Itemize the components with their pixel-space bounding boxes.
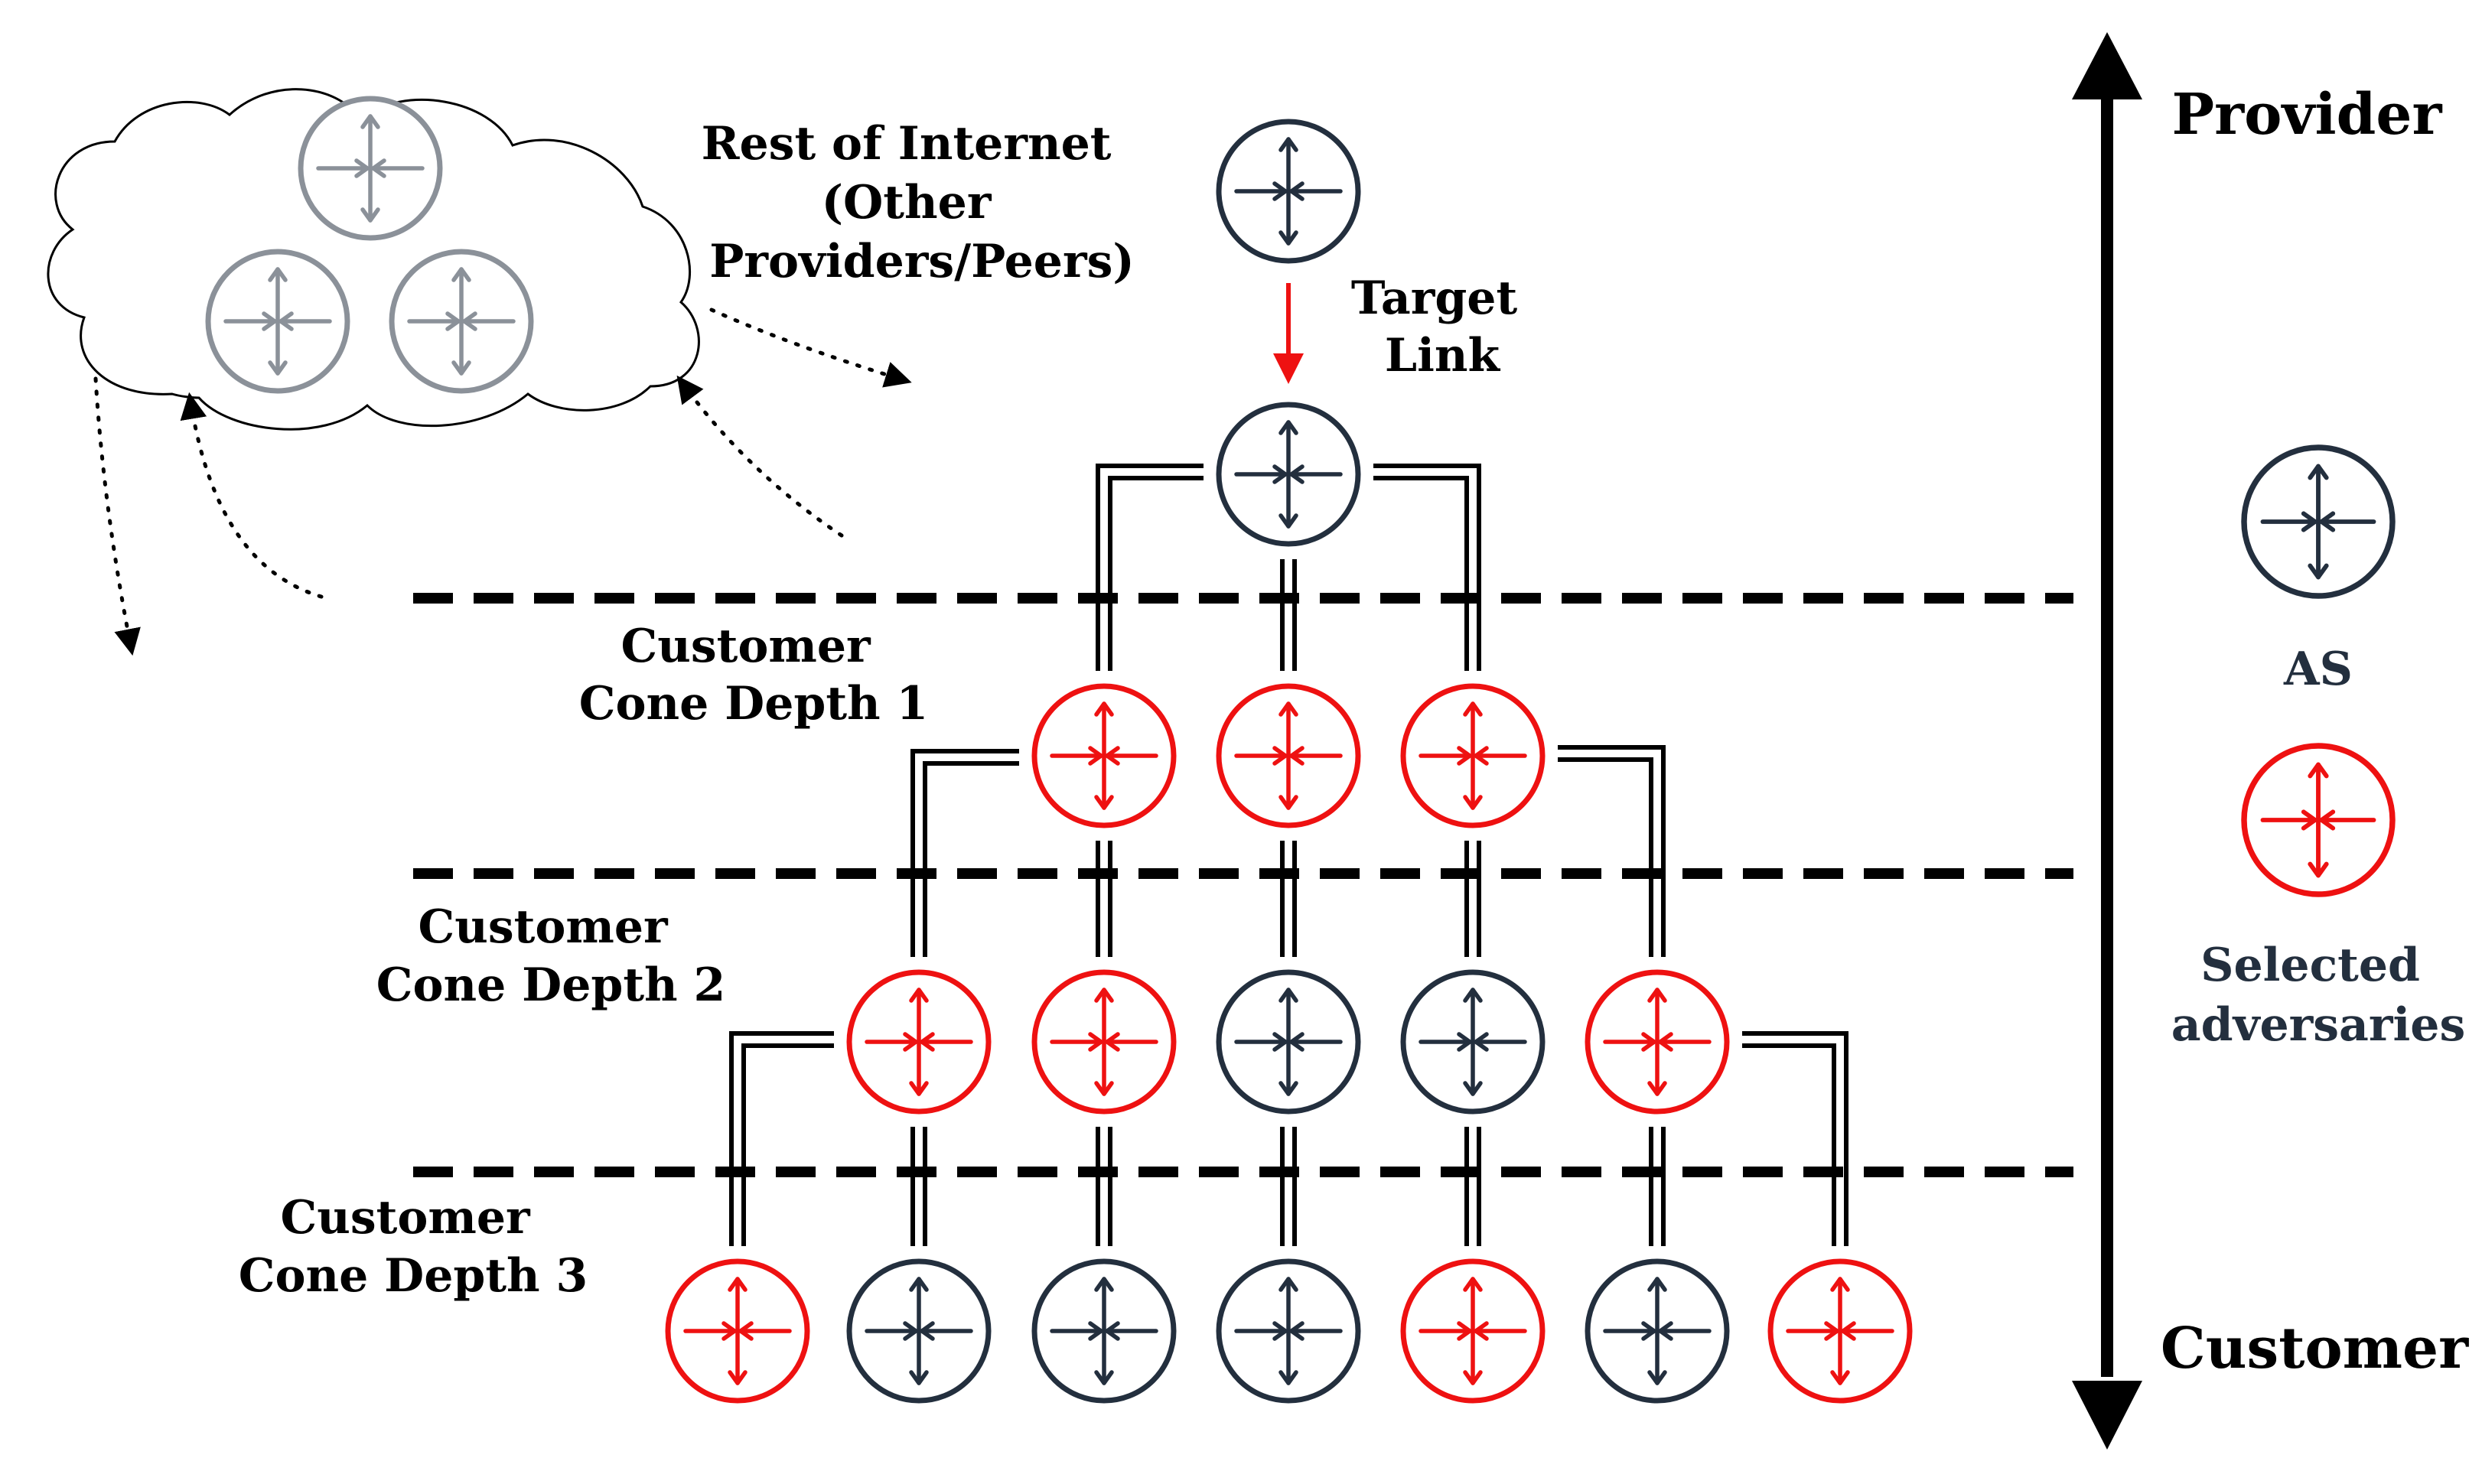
depth-1-label: Customer Cone Depth 1: [579, 620, 929, 731]
axis-bottom-label: Customer: [2161, 1316, 2469, 1381]
dotted-arrow-into-cloud-left: [180, 392, 324, 599]
target-link-label: Target Link: [1351, 272, 1533, 382]
link-d1-d2-left: [910, 749, 1019, 957]
depth-1-node-1-router-icon: [1216, 683, 1361, 828]
depth-1-node-2-router-icon: [1400, 683, 1546, 828]
depth-3-node-0-router-icon: [665, 1258, 810, 1404]
target-link-arrow-icon: [1273, 283, 1304, 384]
depth-2-node-1-router-icon: [1031, 969, 1177, 1115]
dotted-arrow-into-cloud-right: [676, 375, 844, 538]
provider-as-router-icon: [1216, 119, 1361, 264]
depth-3-node-3-router-icon: [1216, 1258, 1361, 1404]
cloud-label: Rest of Internet (Other Providers/Peers): [702, 117, 1135, 288]
link-target-d1-left: [1096, 464, 1204, 671]
depth-3-node-2-router-icon: [1031, 1258, 1177, 1404]
depth-3-node-6-router-icon: [1767, 1258, 1913, 1404]
provider-customer-axis-arrow-icon: [2072, 32, 2142, 1450]
depth-2-node-3-router-icon: [1400, 969, 1546, 1115]
link-d2-d3-right: [1742, 1031, 1848, 1246]
depth-2-node-0-router-icon: [846, 969, 992, 1115]
axis-top-label: Provider: [2172, 82, 2443, 148]
nodes-layer: [205, 96, 2396, 1404]
depth-3-label: Customer Cone Depth 3: [239, 1191, 588, 1303]
depth-3-node-1-router-icon: [846, 1258, 992, 1404]
target-as-router-icon: [1216, 402, 1361, 547]
legend-adversary-router-icon: [2241, 743, 2396, 897]
depth-1-node-0-router-icon: [1031, 683, 1177, 828]
link-d2-d3-left: [729, 1031, 834, 1246]
links-layer: [729, 464, 1848, 1246]
depth-2-node-2-router-icon: [1216, 969, 1361, 1115]
link-d1-d2-right: [1558, 745, 1666, 957]
link-target-d1-right: [1373, 464, 1481, 671]
depth-2-label: Customer Cone Depth 2: [376, 900, 726, 1012]
legend-as-router-icon: [2241, 444, 2396, 599]
internet-router-3-icon: [389, 249, 534, 394]
internet-router-1-icon: [298, 96, 443, 241]
legend-as-label: AS: [2283, 643, 2353, 696]
legend-adversary-label: Selected adversaries: [2171, 939, 2466, 1052]
dotted-arrow-down-left: [93, 376, 141, 656]
depth-3-node-5-router-icon: [1585, 1258, 1730, 1404]
internet-router-2-icon: [205, 249, 350, 394]
dotted-arrow-cloud-to-internet: [709, 308, 912, 388]
depth-3-node-4-router-icon: [1400, 1258, 1546, 1404]
depth-2-node-4-router-icon: [1585, 969, 1730, 1115]
